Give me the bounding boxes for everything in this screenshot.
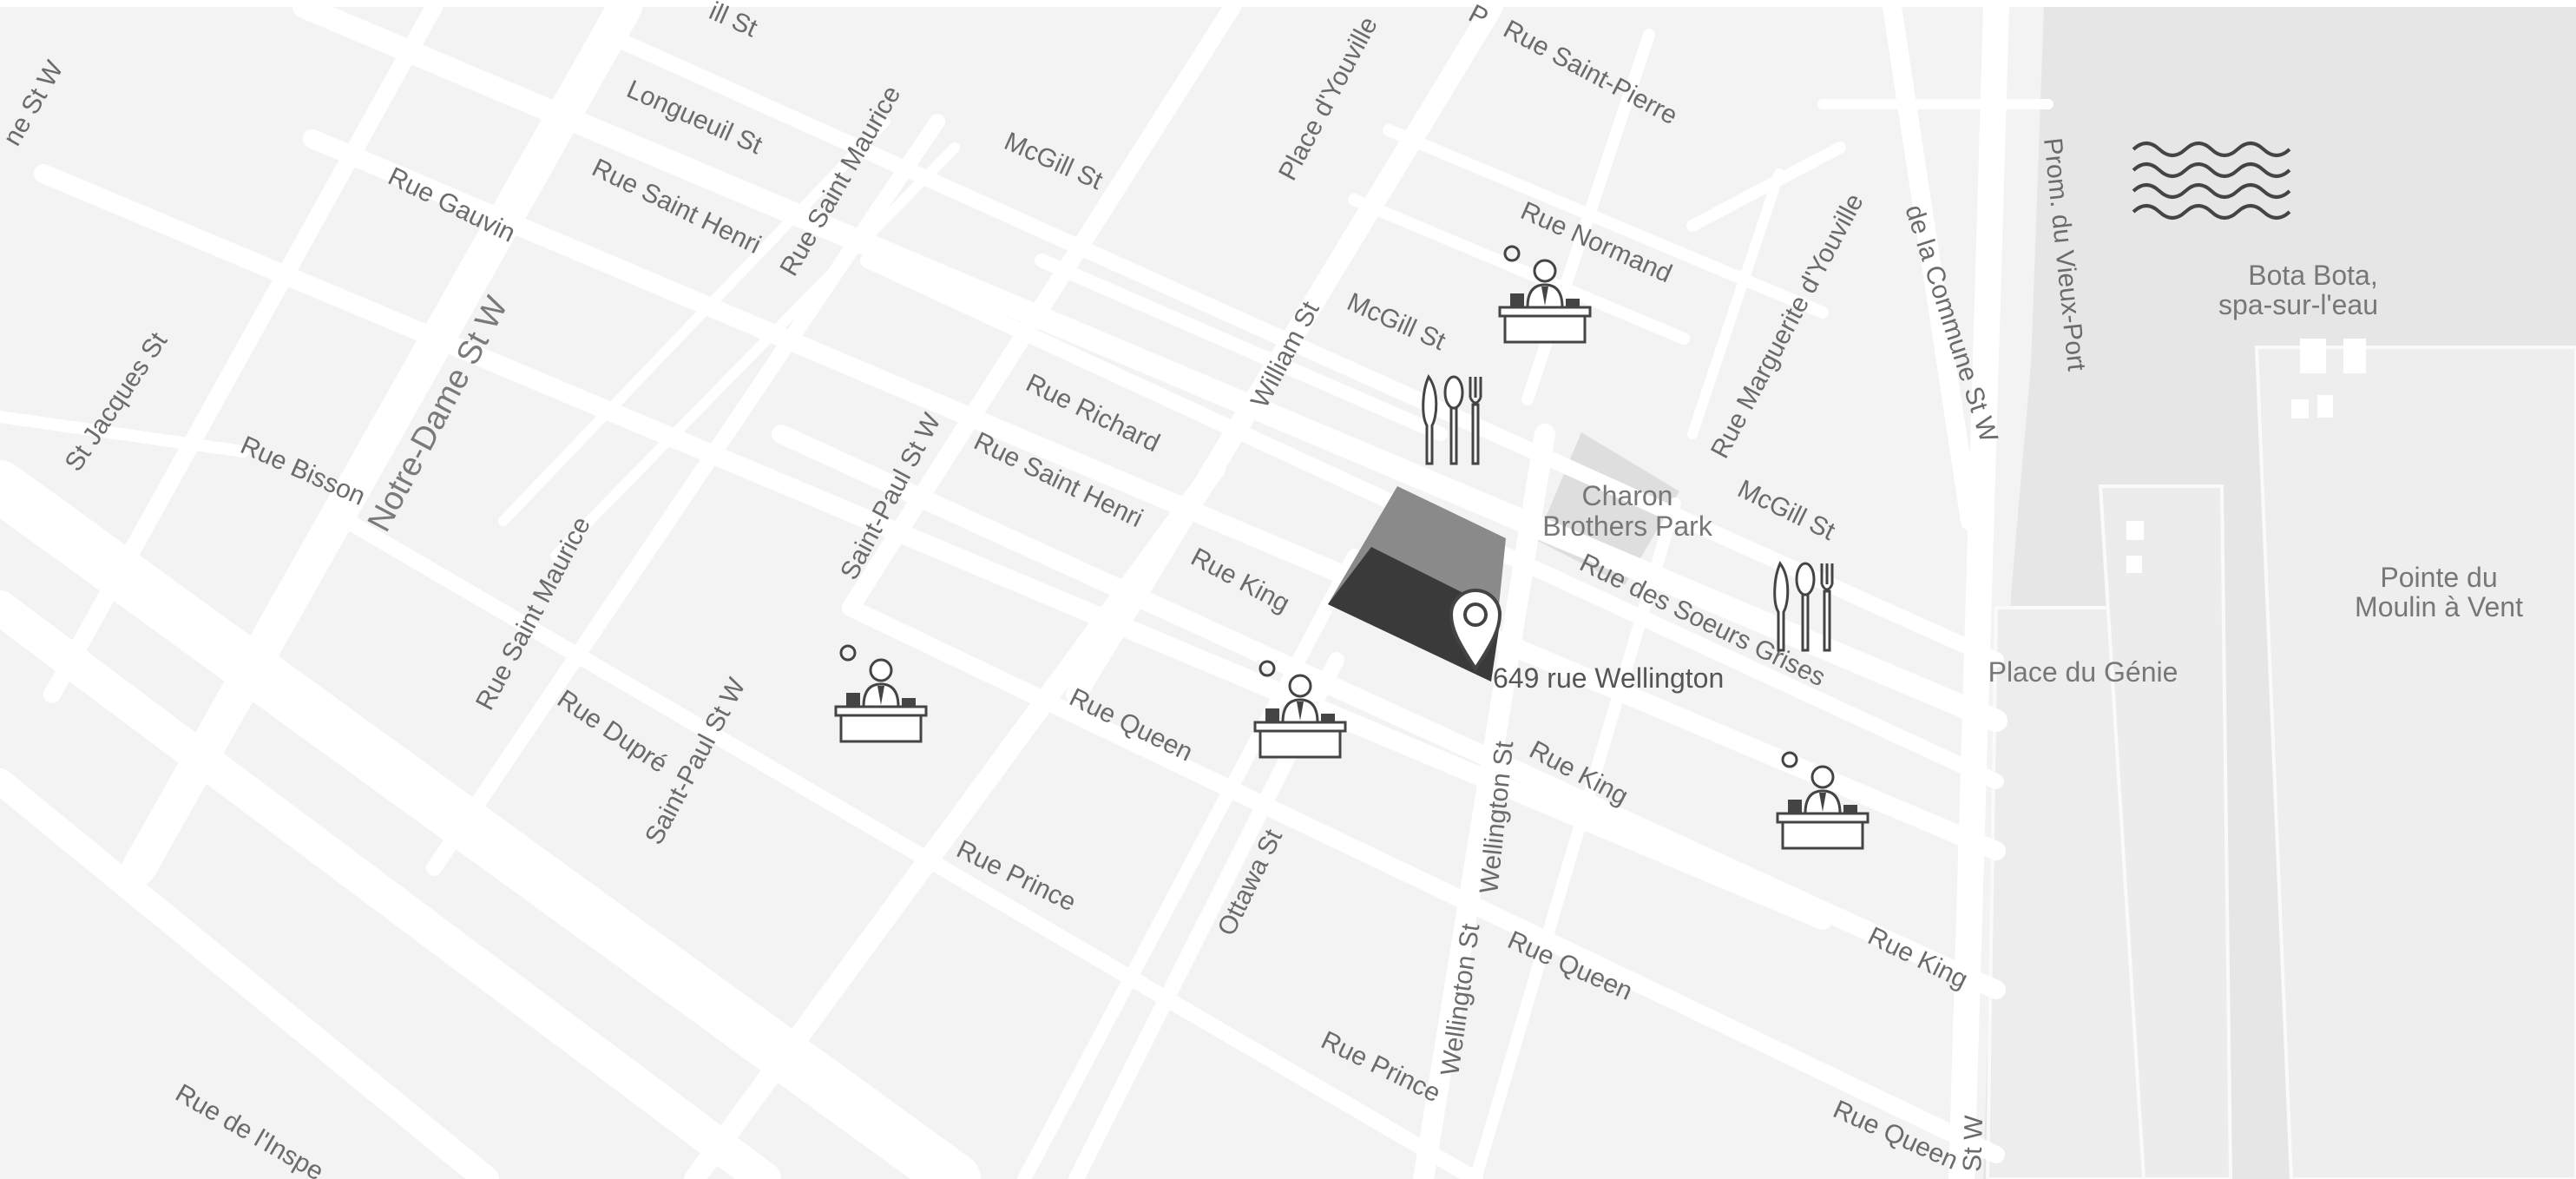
road-network — [0, 0, 2054, 1179]
location-pin-icon[interactable] — [1449, 589, 1502, 672]
place-labels: Charon Brothers Park Bota Bota, spa-sur-… — [1542, 260, 2523, 688]
street-label: St W — [1958, 1114, 1988, 1172]
spa-label: Bota Bota, — [2248, 260, 2377, 291]
park-label: Brothers Park — [1542, 510, 1713, 542]
building-block — [2343, 339, 2366, 373]
building-block — [2317, 395, 2333, 418]
building-block — [2300, 339, 2326, 373]
building-block — [2126, 521, 2144, 540]
place-label: Pointe du — [2380, 562, 2497, 593]
spa-label: spa-sur-l'eau — [2218, 289, 2378, 320]
pier-pointe — [2254, 346, 2576, 1179]
address-label: 649 rue Wellington — [1493, 662, 1724, 694]
address-marker[interactable]: 649 rue Wellington — [1449, 589, 1724, 694]
location-pin-dot — [1463, 603, 1488, 627]
place-label: Place du Génie — [1988, 656, 2178, 688]
pier-middle — [2098, 484, 2233, 1179]
water-waves-icon — [2132, 142, 2291, 220]
place-label: Moulin à Vent — [2355, 591, 2523, 622]
building-block — [2126, 556, 2142, 573]
building-footprint-shadow — [1328, 547, 1502, 682]
building-block — [2291, 399, 2309, 418]
map-top-border — [0, 0, 2576, 7]
park-label: Charon — [1582, 480, 1673, 511]
